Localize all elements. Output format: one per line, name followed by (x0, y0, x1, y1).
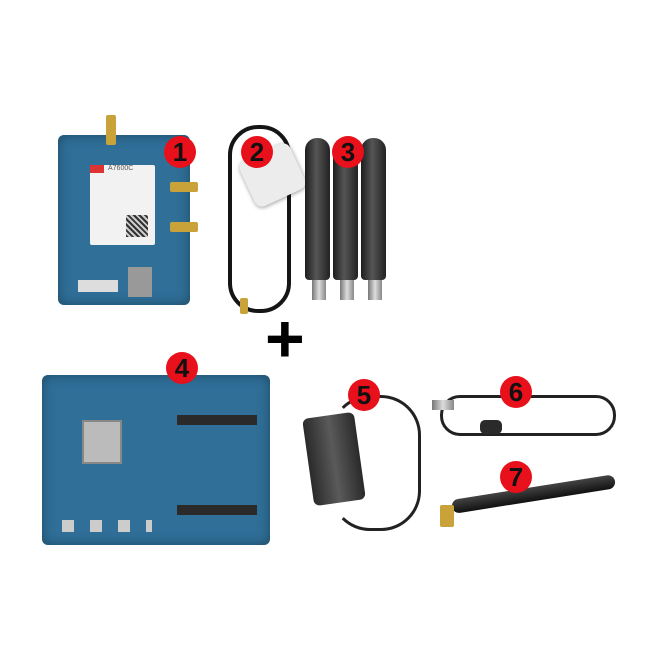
antenna-connector-1 (312, 280, 326, 300)
qr-code (126, 215, 148, 237)
sma-connector-right-1 (170, 182, 198, 192)
badge-7: 7 (500, 461, 532, 493)
sma-connector-right-2 (170, 222, 198, 232)
label-sticker (78, 280, 118, 292)
badge-3: 3 (332, 136, 364, 168)
sma-connector-top (106, 115, 116, 145)
antenna-1 (305, 138, 330, 280)
badge-1: 1 (164, 136, 196, 168)
carrier-board (42, 375, 270, 545)
usb-plug (432, 400, 454, 410)
board-connector-bottom (177, 505, 257, 515)
module-logo (90, 165, 104, 173)
rubber-antenna-connector (440, 505, 454, 527)
badge-5: 5 (348, 379, 380, 411)
lte-module: A7600C (90, 165, 155, 245)
badge-6: 6 (500, 376, 532, 408)
antenna-connector-3 (368, 280, 382, 300)
badge-2: 2 (241, 136, 273, 168)
gps-connector (240, 298, 248, 314)
antenna-connector-2 (340, 280, 354, 300)
sim-slot (128, 267, 152, 297)
antenna-3 (361, 138, 386, 280)
rubber-antenna (450, 474, 617, 514)
gps-cable (228, 125, 291, 313)
module-label: A7600C (108, 165, 134, 172)
buttons (62, 520, 152, 532)
ferrite-core (480, 420, 502, 434)
board-connector-top (177, 415, 257, 425)
badge-4: 4 (166, 352, 198, 384)
plus-sign: + (265, 301, 305, 377)
sim-holder (82, 420, 122, 464)
